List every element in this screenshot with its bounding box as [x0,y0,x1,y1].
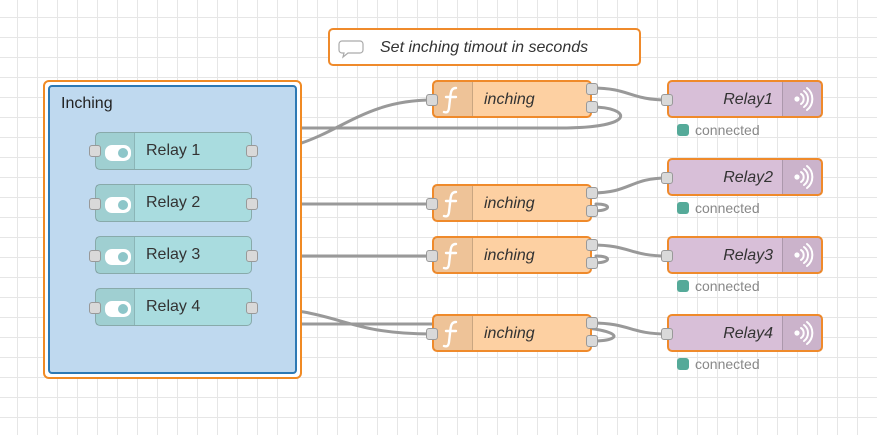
wire-inching1-to-relay1[interactable] [590,86,669,102]
node-label: Relay 1 [146,142,201,159]
relay2-output-node[interactable]: Relay2 [667,158,823,196]
inching-function-node-2[interactable]: inching [432,184,592,222]
output-port-2[interactable] [586,205,598,217]
group-label: Inching [61,95,113,112]
input-port[interactable] [661,94,673,106]
inching-function-node-4[interactable]: inching [432,314,592,352]
comment-icon [338,39,364,64]
input-port[interactable] [426,328,438,340]
output-port-2[interactable] [586,101,598,113]
inching-group[interactable]: Inching [43,80,302,379]
relay3-output-node[interactable]: Relay3 [667,236,823,274]
output-port[interactable] [246,302,258,314]
output-port-1[interactable] [586,187,598,199]
toggle-icon [96,237,135,273]
toggle-icon [96,289,135,325]
relay-1-toggle-node[interactable]: Relay 1 [95,132,252,170]
function-icon [434,186,473,220]
function-icon [434,316,473,350]
inching-function-node-1[interactable]: inching [432,80,592,118]
comment-node[interactable]: Set inching timout in seconds [328,28,641,66]
output-port-1[interactable] [586,239,598,251]
output-port[interactable] [246,145,258,157]
output-port-2[interactable] [586,335,598,347]
output-port-2[interactable] [586,257,598,269]
node-label: inching [484,195,535,212]
wireless-icon [782,160,821,194]
relay4-output-node[interactable]: Relay4 [667,314,823,352]
output-port-1[interactable] [586,317,598,329]
wire-inching4-to-relay4[interactable] [590,321,669,336]
wire-inching2-to-relay2[interactable] [590,176,669,195]
inching-function-node-3[interactable]: inching [432,236,592,274]
node-label: Relay 4 [146,298,201,315]
status-dot-icon [677,202,689,214]
group-body: Inching [48,85,297,374]
status-text: connected [695,278,760,294]
input-port[interactable] [661,328,673,340]
status-dot-icon [677,358,689,370]
relay-3-toggle-node[interactable]: Relay 3 [95,236,252,274]
output-port[interactable] [246,250,258,262]
input-port[interactable] [661,172,673,184]
relay2-status: connected [677,200,760,216]
input-port[interactable] [426,94,438,106]
wireless-icon [782,238,821,272]
relay-4-toggle-node[interactable]: Relay 4 [95,288,252,326]
input-port[interactable] [89,250,101,262]
node-label: inching [484,325,535,342]
node-label: Relay 3 [146,246,201,263]
function-icon [434,82,473,116]
node-label: Relay4 [723,325,773,342]
input-port[interactable] [661,250,673,262]
input-port[interactable] [89,302,101,314]
node-label: inching [484,91,535,108]
node-label: Relay3 [723,247,773,264]
status-text: connected [695,356,760,372]
input-port[interactable] [426,250,438,262]
status-dot-icon [677,124,689,136]
status-text: connected [695,200,760,216]
output-port-1[interactable] [586,83,598,95]
toggle-icon [96,185,135,221]
toggle-icon [96,133,135,169]
node-label: Relay 2 [146,194,201,211]
wire-inching3-to-relay3[interactable] [590,243,669,258]
relay1-status: connected [677,122,760,138]
relay-2-toggle-node[interactable]: Relay 2 [95,184,252,222]
comment-text: Set inching timout in seconds [380,39,589,56]
input-port[interactable] [89,198,101,210]
relay1-output-node[interactable]: Relay1 [667,80,823,118]
status-dot-icon [677,280,689,292]
node-label: Relay2 [723,169,773,186]
wireless-icon [782,316,821,350]
wireless-icon [782,82,821,116]
function-icon [434,238,473,272]
node-label: Relay1 [723,91,773,108]
node-label: inching [484,247,535,264]
relay3-status: connected [677,278,760,294]
relay4-status: connected [677,356,760,372]
output-port[interactable] [246,198,258,210]
input-port[interactable] [89,145,101,157]
status-text: connected [695,122,760,138]
input-port[interactable] [426,198,438,210]
